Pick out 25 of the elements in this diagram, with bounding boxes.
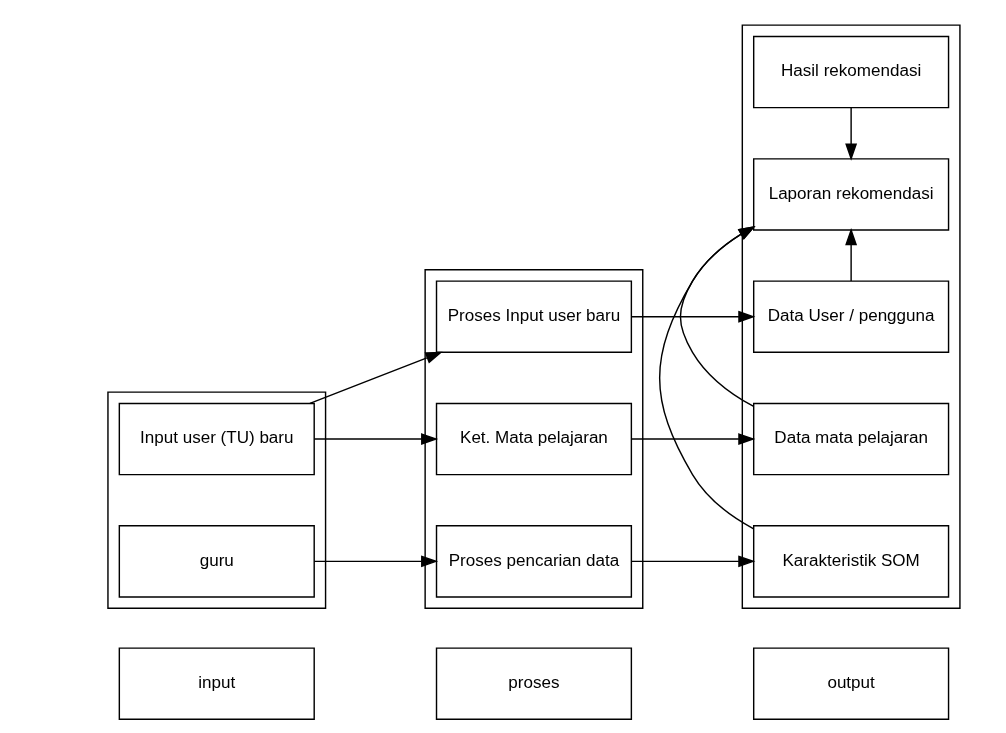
arrow xyxy=(313,433,439,446)
arrow xyxy=(309,351,443,405)
node-box: output xyxy=(753,647,950,720)
node-box: guru xyxy=(118,525,315,598)
arrow xyxy=(313,555,439,568)
arrow xyxy=(630,433,756,446)
cluster xyxy=(107,391,327,609)
node-box: proses xyxy=(435,647,633,720)
node-box: Ket. Mata pelajaran xyxy=(435,402,633,476)
node-box: Data mata pelajaran xyxy=(753,402,950,476)
node-box: Proses pencarian data xyxy=(435,525,633,598)
node-box: Proses Input user baru xyxy=(435,280,633,353)
arrow xyxy=(679,225,756,408)
node-box: Hasil rekomendasi xyxy=(753,35,950,109)
node-box: input xyxy=(118,647,315,720)
cluster xyxy=(741,24,961,609)
arrow xyxy=(630,310,756,323)
arrow xyxy=(845,107,858,161)
node-box: Karakteristik SOM xyxy=(753,525,950,598)
node-box: Input user (TU) baru xyxy=(118,402,315,476)
node-box: Data User / pengguna xyxy=(753,280,950,353)
node-box: Laporan rekomendasi xyxy=(753,158,950,231)
arrow xyxy=(630,555,756,568)
arrow xyxy=(845,228,858,282)
arrow xyxy=(658,225,756,530)
